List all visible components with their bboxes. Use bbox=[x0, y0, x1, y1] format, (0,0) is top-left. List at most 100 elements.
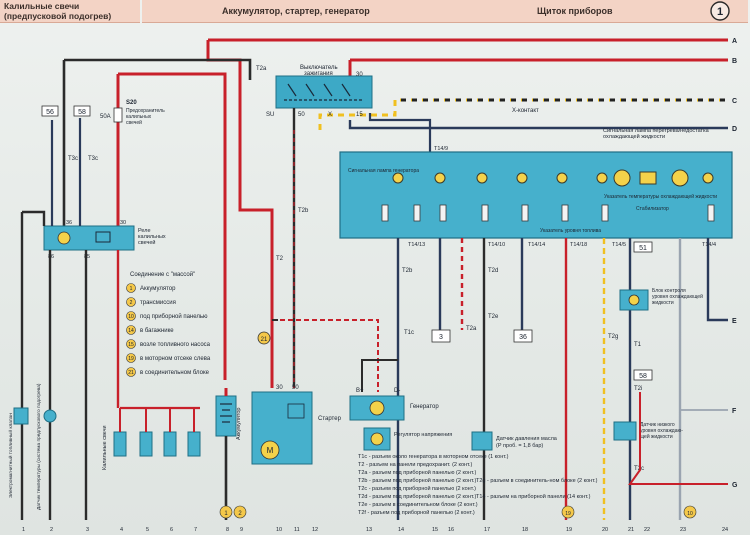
svg-text:10: 10 bbox=[687, 511, 693, 517]
header-center: Аккумулятор, стартер, генератор bbox=[222, 6, 370, 16]
fuel-gauge-label: Указатель уровня топлива bbox=[540, 228, 601, 234]
svg-text:в багажнике: в багажнике bbox=[140, 328, 174, 334]
coolant-sensor-l1: Датчик низкого bbox=[640, 422, 675, 428]
relay-t30: 30 bbox=[120, 220, 126, 226]
panel-resistors bbox=[381, 204, 715, 222]
ground-21-text: 21 bbox=[261, 337, 268, 343]
svg-text:возле топливного насоса: возле топливного насоса bbox=[140, 342, 211, 348]
header-right: Щиток приборов bbox=[537, 6, 613, 16]
svg-text:36: 36 bbox=[519, 334, 527, 341]
gen-b-plus: B+ bbox=[356, 388, 364, 394]
coolant-unit-l3: жидкости bbox=[652, 300, 674, 306]
ignition-t30: 30 bbox=[356, 72, 363, 78]
glow-plugs-label: Калильные свечи bbox=[102, 425, 108, 470]
svg-text:15: 15 bbox=[128, 342, 134, 348]
wire-a-drop bbox=[206, 40, 274, 388]
svg-text:C: C bbox=[732, 98, 737, 105]
ground-21-marker bbox=[257, 331, 271, 345]
svg-text:T14 - разъем на приборной пане: T14 - разъем на приборной панели (14 кон… bbox=[476, 493, 591, 500]
conn-t2e: T2e bbox=[488, 314, 499, 320]
relay-lamp-icon bbox=[57, 231, 71, 245]
bottom-number-ruler: 1 2 3 4 5 6 7 8 9 10 11 12 13 14 15 16 1… bbox=[22, 527, 728, 533]
wire-black-top bbox=[64, 58, 252, 80]
svg-text:11: 11 bbox=[294, 527, 300, 533]
connector-legend: T1c - разъем около генератора в моторном… bbox=[358, 454, 598, 516]
conn-t14-4: T14/4 bbox=[702, 242, 716, 248]
oil-sensor-l1: Датчик давления масла bbox=[496, 436, 558, 442]
wire-relay-left bbox=[22, 210, 46, 226]
starter-motor-icon bbox=[260, 440, 280, 460]
conn-t2a2: T2a bbox=[466, 326, 477, 332]
conn-t14-18: T14/18 bbox=[570, 242, 587, 248]
page-badge-text: 1 bbox=[717, 6, 723, 18]
svg-text:9: 9 bbox=[240, 527, 243, 533]
glow-plug-wires bbox=[119, 408, 195, 432]
regulator-label: Регулятор напряжения bbox=[394, 432, 452, 438]
svg-text:20: 20 bbox=[602, 527, 608, 533]
starter-t30: 30 bbox=[276, 385, 283, 391]
ignition-title-2: зажигания bbox=[304, 71, 333, 77]
svg-text:4: 4 bbox=[120, 527, 123, 533]
wire-g bbox=[628, 392, 728, 485]
svg-text:24: 24 bbox=[722, 527, 728, 533]
oil-sensor-l2: (Р проб. = 1,8 бар) bbox=[496, 443, 543, 449]
conn-t3c-1: T3c bbox=[68, 156, 78, 162]
ground-legend-items: 1 Аккумулятор 2 трансмиссия 10 под прибо… bbox=[126, 283, 211, 377]
svg-text:2: 2 bbox=[238, 511, 242, 517]
ignition-t15: 15 bbox=[356, 112, 363, 118]
fuse-name: S20 bbox=[126, 100, 137, 106]
coolant-sensor-l2: уровня охлаждаю- bbox=[640, 428, 683, 434]
svg-text:21: 21 bbox=[628, 527, 634, 533]
glow-relay bbox=[43, 225, 135, 251]
oil-sensor bbox=[471, 431, 493, 451]
coolant-unit-l2: уровня охлаждающей bbox=[652, 293, 703, 300]
conn-t1: T1 bbox=[634, 342, 642, 348]
svg-text:22: 22 bbox=[644, 527, 650, 533]
conn-t2: T2 bbox=[276, 256, 284, 262]
svg-text:T2 - разъем на панели предохра: T2 - разъем на панели предохранит. (2 ко… bbox=[358, 462, 472, 468]
coolant-sensor bbox=[613, 421, 637, 441]
conn-t2a: T2a bbox=[256, 66, 267, 72]
starter-motor-m: M bbox=[267, 446, 274, 455]
fuse-desc-1: Предохранитель bbox=[126, 108, 165, 114]
fuse-rating: 50A bbox=[100, 114, 111, 120]
edge-labels: A B C D E F G bbox=[732, 38, 738, 489]
svg-text:21: 21 bbox=[128, 370, 134, 376]
conn-t14-14: T14/14 bbox=[528, 242, 545, 248]
conn-t2d: T2d bbox=[488, 268, 498, 274]
conn-t2g: T2g bbox=[608, 334, 618, 340]
ignition-tx: X bbox=[328, 112, 332, 118]
conn-t14-10: T14/10 bbox=[488, 242, 505, 248]
ignition-tsu: SU bbox=[266, 112, 274, 118]
box-58 bbox=[73, 105, 91, 117]
coolant-sensor-l3: щей жидкости bbox=[640, 433, 673, 440]
wire-t14-9 bbox=[368, 113, 432, 152]
svg-text:T2c - разъем под приборной пан: T2c - разъем под приборной панелью (2 ко… bbox=[358, 485, 476, 492]
svg-text:12: 12 bbox=[312, 527, 318, 533]
header-bar: Аккумулятор, стартер, генератор Щиток пр… bbox=[142, 0, 748, 23]
conn-t1c: T1c bbox=[404, 330, 414, 336]
coolant-unit-l1: Блок контроля bbox=[652, 288, 686, 294]
box-56-text: 56 bbox=[46, 109, 54, 116]
svg-text:2: 2 bbox=[130, 300, 133, 306]
lamp-generator-label: Сигнальная лампа генератора bbox=[348, 168, 419, 174]
fuse-desc-3: свечей bbox=[126, 119, 142, 126]
regulator-icon bbox=[370, 432, 384, 446]
stabilizer-label: Стабилизатор bbox=[636, 206, 669, 212]
conn-t14-5: T14/5 bbox=[612, 242, 626, 248]
svg-text:D: D bbox=[732, 126, 737, 133]
conn-t3c-2: T3c bbox=[88, 156, 98, 162]
ignition-contacts bbox=[284, 83, 362, 101]
svg-text:A: A bbox=[732, 38, 737, 45]
svg-text:трансмиссия: трансмиссия bbox=[140, 300, 176, 306]
wire-gen-d bbox=[361, 359, 398, 392]
svg-text:23: 23 bbox=[680, 527, 686, 533]
svg-text:под приборной панелью: под приборной панелью bbox=[140, 313, 208, 320]
svg-text:19: 19 bbox=[128, 356, 134, 362]
conn-t2i: T2i bbox=[634, 386, 642, 392]
heater-label: Электромагнитный топливный клапан bbox=[7, 413, 14, 498]
relay-label-3: свечей bbox=[138, 239, 155, 246]
svg-text:15: 15 bbox=[432, 527, 438, 533]
starter bbox=[251, 391, 313, 465]
